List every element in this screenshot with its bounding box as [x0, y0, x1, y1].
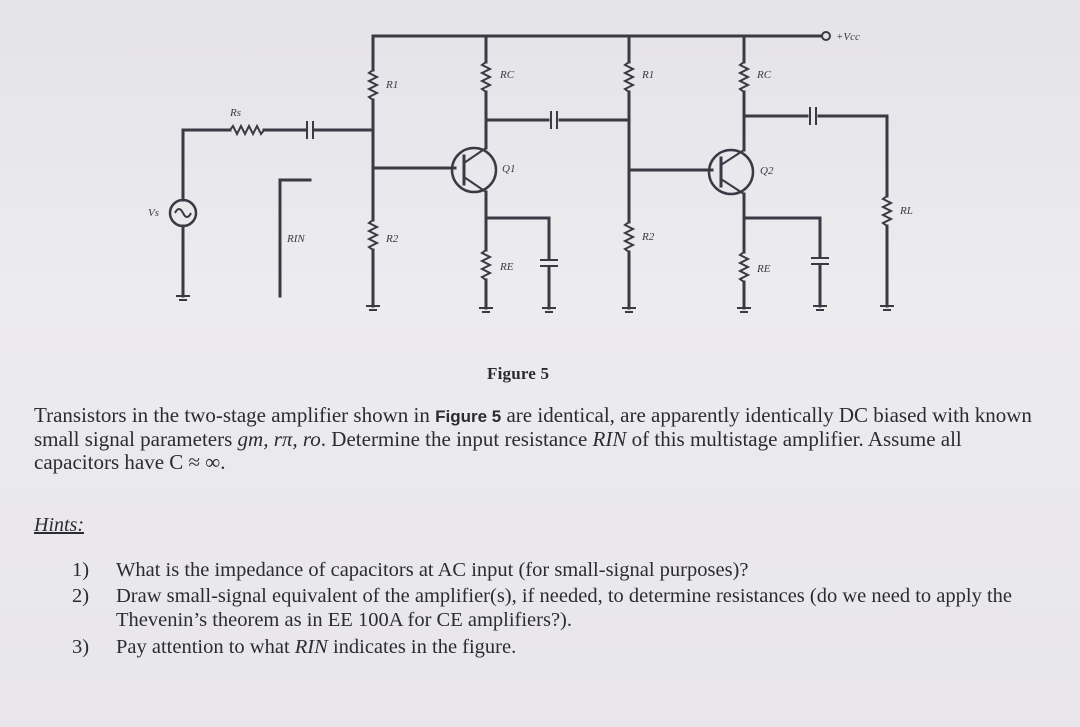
hint-text: Draw small-signal equivalent of the ampl…: [116, 585, 1012, 632]
q1-transistor: [450, 146, 498, 194]
re-stage2-label: RE: [756, 263, 771, 275]
q1-label: Q1: [502, 163, 515, 175]
problem-text-1: Transistors in the two-stage amplifier s…: [34, 403, 436, 427]
r1-stage1-label: R1: [385, 79, 398, 91]
rin-symbol: RIN: [294, 635, 328, 658]
hint-item: 1) What is the impedance of capacitors a…: [72, 558, 1062, 582]
hint-number: 3): [72, 635, 90, 658]
hint-text: What is the impedance of capacitors at A…: [116, 559, 749, 581]
r2-stage1-label: R2: [385, 233, 399, 245]
hint-text: indicates in the figure.: [327, 635, 517, 658]
vcc-label: +Vcc: [836, 31, 860, 43]
figure-caption: Figure 5: [487, 364, 550, 383]
r1-stage1-resistor: [366, 69, 380, 101]
rc-stage2-resistor: [737, 61, 751, 93]
re-stage1-resistor: [479, 249, 493, 281]
hint-text: Pay attention to what: [116, 635, 295, 658]
rs-resistor: [229, 123, 265, 137]
q2-transistor: [707, 148, 755, 196]
problem-statement: Transistors in the two-stage amplifier s…: [34, 403, 1034, 475]
q2-label: Q2: [760, 165, 774, 177]
hint-number: 2): [72, 585, 90, 608]
r1-stage2-label: R1: [641, 69, 654, 81]
re-stage1-label: RE: [499, 261, 514, 273]
r1-stage2-resistor: [622, 61, 636, 93]
hints-list: 1) What is the impedance of capacitors a…: [72, 558, 1062, 661]
re-stage2-resistor: [737, 251, 751, 283]
rc-stage1-resistor: [479, 61, 493, 93]
small-signal-params: gm, rπ, ro: [237, 426, 321, 451]
hint-number: 1): [72, 559, 90, 581]
r2-stage1-resistor: [366, 219, 380, 251]
rl-resistor: [880, 195, 894, 227]
rc-stage2-label: RC: [756, 69, 772, 81]
hints-heading: Hints:: [34, 514, 84, 536]
vcc-terminal: [821, 31, 831, 41]
problem-text-3: . Determine the input resistance: [320, 426, 593, 451]
circuit-figure: +Vcc Vs Rs RIN R1 R2: [148, 31, 913, 313]
problem-text-4: of this multistage amplifier. Assume all…: [34, 426, 962, 475]
rs-label: Rs: [229, 107, 241, 119]
rin-label: RIN: [286, 233, 305, 245]
hint-item: 3) Pay attention to what RIN indicates i…: [72, 635, 1062, 659]
rin-symbol: RIN: [592, 426, 627, 451]
problem-text-2: are identical, are apparently identicall…: [34, 403, 1032, 451]
hint-item: 2) Draw small-signal equivalent of the a…: [72, 584, 1062, 632]
rc-stage1-label: RC: [499, 69, 515, 81]
r2-stage2-resistor: [622, 221, 636, 253]
r2-stage2-label: R2: [641, 231, 655, 243]
rl-label: RL: [899, 205, 913, 217]
figure-reference: Figure 5: [435, 407, 502, 426]
vs-label: Vs: [148, 207, 159, 219]
